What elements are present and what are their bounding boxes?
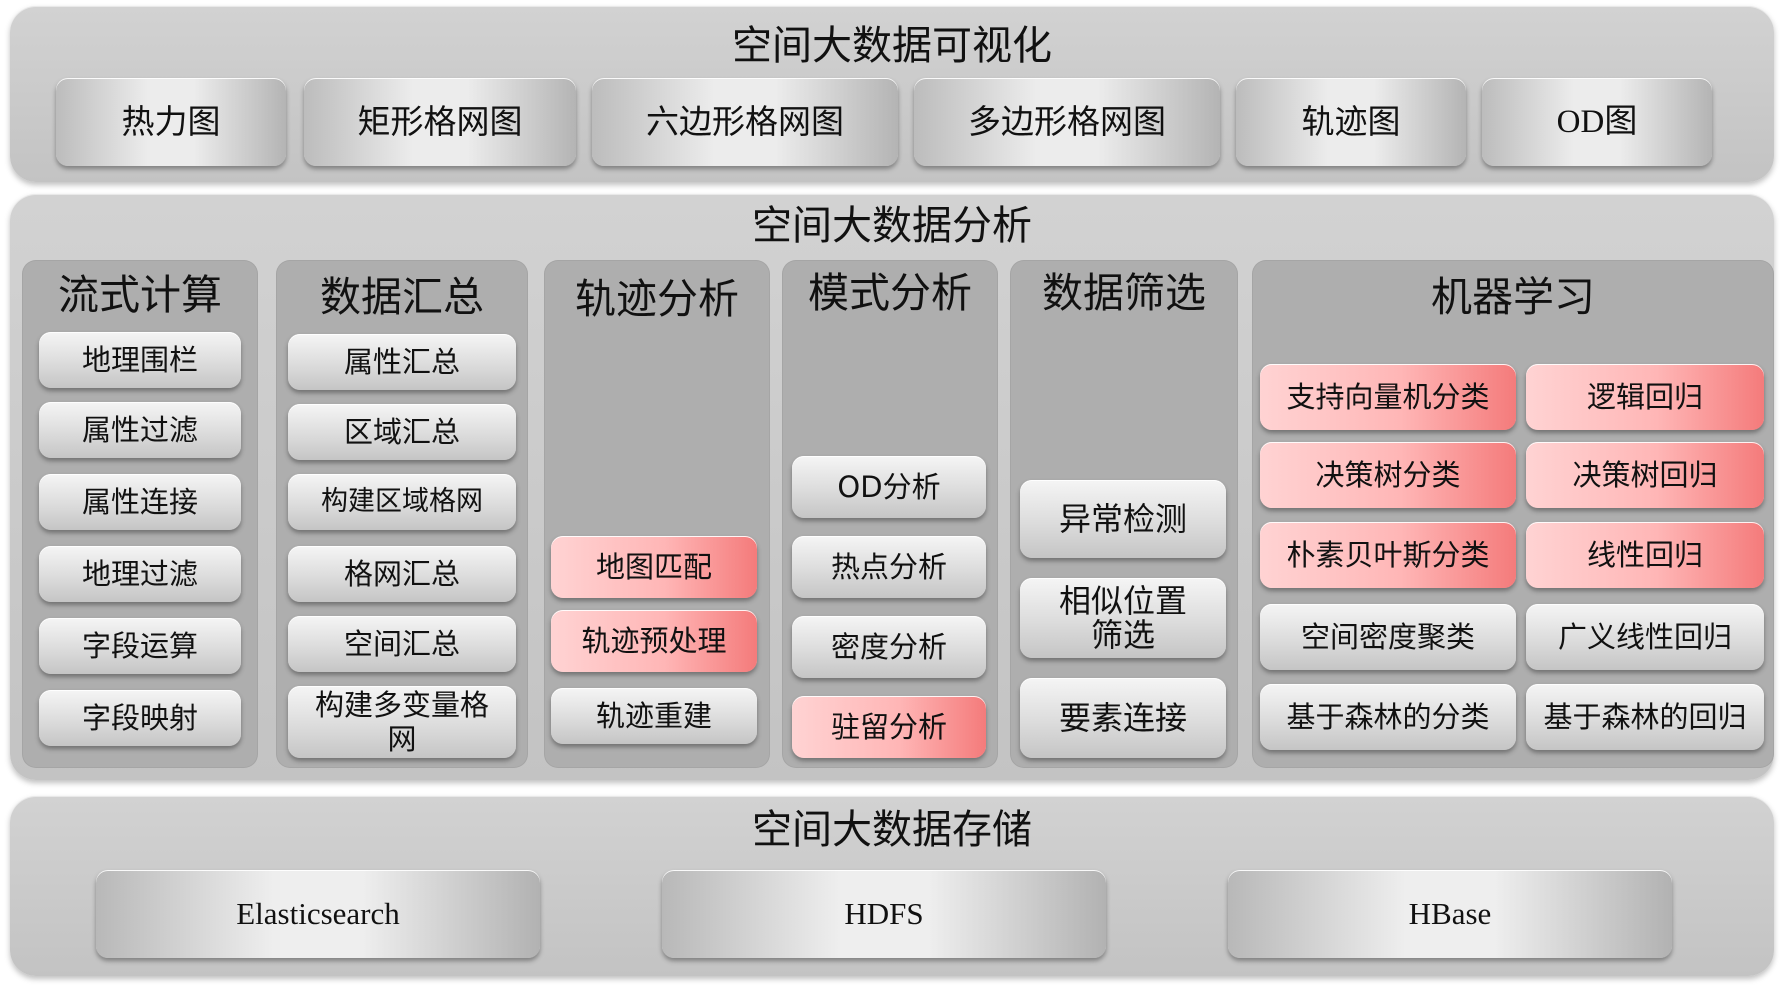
- pattern-item-hotspot[interactable]: 热点分析: [792, 536, 986, 598]
- traj-item-map-matching[interactable]: 地图匹配: [551, 536, 757, 598]
- stream-item-attr-join[interactable]: 属性连接: [39, 474, 241, 530]
- summary-item-region[interactable]: 区域汇总: [288, 404, 516, 460]
- storage-hbase-button[interactable]: HBase: [1228, 870, 1672, 958]
- ml-item-dbscan[interactable]: 空间密度聚类: [1260, 604, 1516, 670]
- column-title: 模式分析: [808, 269, 972, 317]
- pattern-item-od[interactable]: OD分析: [792, 456, 986, 518]
- pattern-item-dwell[interactable]: 驻留分析: [792, 696, 986, 758]
- stream-item-field-map[interactable]: 字段映射: [39, 690, 241, 746]
- ml-item-logistic-regression[interactable]: 逻辑回归: [1526, 364, 1764, 430]
- traj-item-preprocess[interactable]: 轨迹预处理: [551, 610, 757, 672]
- summary-item-spatial[interactable]: 空间汇总: [288, 616, 516, 672]
- storage-elasticsearch-button[interactable]: Elasticsearch: [96, 870, 540, 958]
- filter-item-similar-location[interactable]: 相似位置筛选: [1020, 578, 1226, 658]
- column-machine-learning: 机器学习 支持向量机分类 逻辑回归 决策树分类 决策树回归 朴素贝叶斯分类 线性…: [1252, 260, 1774, 768]
- ml-item-decision-tree-classify[interactable]: 决策树分类: [1260, 442, 1516, 508]
- column-title: 数据筛选: [1042, 269, 1206, 317]
- pattern-item-density[interactable]: 密度分析: [792, 616, 986, 678]
- vis-heatmap-button[interactable]: 热力图: [56, 78, 286, 166]
- ml-item-decision-tree-regression[interactable]: 决策树回归: [1526, 442, 1764, 508]
- visualization-layer: 空间大数据可视化 热力图 矩形格网图 六边形格网图 多边形格网图 轨迹图 OD图: [10, 6, 1774, 182]
- analysis-layer: 空间大数据分析 流式计算 地理围栏 属性过滤 属性连接 地理过滤 字段运算 字段…: [10, 194, 1774, 780]
- ml-item-svm-classify[interactable]: 支持向量机分类: [1260, 364, 1516, 430]
- filter-item-feature-join[interactable]: 要素连接: [1020, 678, 1226, 758]
- storage-layer: 空间大数据存储 Elasticsearch HDFS HBase: [10, 796, 1774, 976]
- stream-item-field-calc[interactable]: 字段运算: [39, 618, 241, 674]
- summary-item-attr[interactable]: 属性汇总: [288, 334, 516, 390]
- traj-item-rebuild[interactable]: 轨迹重建: [551, 688, 757, 744]
- column-title: 流式计算: [58, 271, 222, 319]
- column-stream-computing: 流式计算 地理围栏 属性过滤 属性连接 地理过滤 字段运算 字段映射: [22, 260, 258, 768]
- analysis-title: 空间大数据分析: [752, 203, 1032, 249]
- visualization-title: 空间大数据可视化: [732, 23, 1052, 69]
- stream-item-geo-filter[interactable]: 地理过滤: [39, 546, 241, 602]
- ml-item-linear-regression[interactable]: 线性回归: [1526, 522, 1764, 588]
- ml-item-forest-classify[interactable]: 基于森林的分类: [1260, 684, 1516, 750]
- vis-polygon-grid-button[interactable]: 多边形格网图: [914, 78, 1220, 166]
- ml-item-glm[interactable]: 广义线性回归: [1526, 604, 1764, 670]
- storage-hdfs-button[interactable]: HDFS: [662, 870, 1106, 958]
- column-title: 机器学习: [1431, 273, 1595, 321]
- vis-od-button[interactable]: OD图: [1482, 78, 1712, 166]
- vis-rect-grid-button[interactable]: 矩形格网图: [304, 78, 576, 166]
- column-title: 轨迹分析: [575, 275, 739, 323]
- summary-item-build-multivar-grid[interactable]: 构建多变量格网: [288, 686, 516, 758]
- storage-title: 空间大数据存储: [752, 807, 1032, 853]
- ml-item-forest-regression[interactable]: 基于森林的回归: [1526, 684, 1764, 750]
- vis-trajectory-button[interactable]: 轨迹图: [1236, 78, 1466, 166]
- stream-item-geofence[interactable]: 地理围栏: [39, 332, 241, 388]
- column-data-filter: 数据筛选 异常检测 相似位置筛选 要素连接: [1010, 260, 1238, 768]
- summary-item-grid[interactable]: 格网汇总: [288, 546, 516, 602]
- column-trajectory-analysis: 轨迹分析 地图匹配 轨迹预处理 轨迹重建: [544, 260, 770, 768]
- ml-item-naive-bayes-classify[interactable]: 朴素贝叶斯分类: [1260, 522, 1516, 588]
- column-pattern-analysis: 模式分析 OD分析 热点分析 密度分析 驻留分析: [782, 260, 998, 768]
- column-data-summary: 数据汇总 属性汇总 区域汇总 构建区域格网 格网汇总 空间汇总 构建多变量格网: [276, 260, 528, 768]
- vis-hex-grid-button[interactable]: 六边形格网图: [592, 78, 898, 166]
- stream-item-attr-filter[interactable]: 属性过滤: [39, 402, 241, 458]
- summary-item-build-region-grid[interactable]: 构建区域格网: [288, 474, 516, 530]
- column-title: 数据汇总: [320, 273, 484, 321]
- filter-item-anomaly[interactable]: 异常检测: [1020, 480, 1226, 558]
